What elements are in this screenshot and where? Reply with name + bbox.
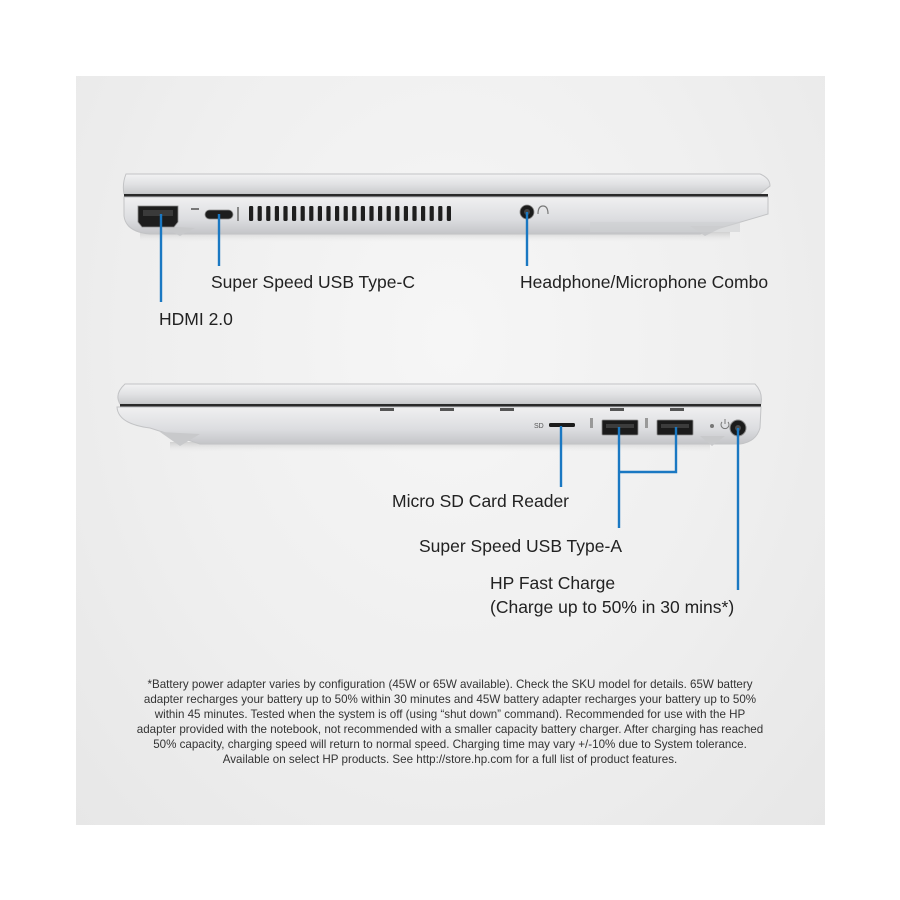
sd-mark: SD [534,423,544,430]
laptop-right-side: SD [116,383,762,452]
hdmi-logo-mark [191,208,199,210]
sd-card-slot [549,423,575,427]
vent-slot [352,206,357,221]
label-usb-a: Super Speed USB Type-A [419,536,622,556]
vent-slot [335,206,340,221]
shadow [170,442,710,452]
grille-strip [590,222,740,232]
vent-slot [386,206,391,221]
foot [700,436,725,446]
label-sd: Micro SD Card Reader [392,491,569,511]
vent-slot [274,206,279,221]
vent-slot [326,206,331,221]
vent-slot [292,206,297,221]
vent-slot [369,206,374,221]
hdmi-port [137,205,179,228]
vent-slot [266,206,271,221]
vent-slot [421,206,426,221]
lid-bumper [380,408,394,411]
vent-slot [257,206,262,221]
vent-slot [309,206,314,221]
battery-led-icon [710,424,714,428]
usb-ss-mark [590,418,648,428]
foot [160,226,195,236]
vent-slot [395,206,400,221]
usb-c-mark [237,207,239,221]
label-audio: Headphone/Microphone Combo [520,272,769,292]
label-charge-title: HP Fast Charge [490,573,616,593]
vent-slot [429,206,434,221]
power-icon [720,419,730,430]
vent-grille [249,206,451,221]
lid-bumper [610,408,624,411]
base [116,406,762,445]
vent-slot [412,206,417,221]
vent-slot [403,206,408,221]
vent-slot [378,206,383,221]
label-usb-c: Super Speed USB Type-C [211,272,415,292]
lid-bumper [670,408,684,411]
vent-slot [300,206,305,221]
vent-slot [360,206,365,221]
vent-slot [343,206,348,221]
vent-slot [283,206,288,221]
laptop-left-side [122,173,771,242]
footnote: *Battery power adapter varies by configu… [136,678,764,766]
vent-slot [438,206,443,221]
hinge-gap [124,194,768,197]
vent-slot [446,206,451,221]
lid-bumper [440,408,454,411]
vent-slot [249,206,254,221]
foot [160,432,200,446]
headphone-icon [537,205,549,215]
lid [117,383,762,405]
usb-a-leader [617,427,678,528]
lid [122,173,771,195]
label-hdmi: HDMI 2.0 [159,309,233,329]
hinge-gap [120,404,761,407]
label-charge-detail: (Charge up to 50% in 30 mins*) [490,597,735,617]
lid-bumper [500,408,514,411]
shadow [140,232,730,242]
vent-slot [317,206,322,221]
